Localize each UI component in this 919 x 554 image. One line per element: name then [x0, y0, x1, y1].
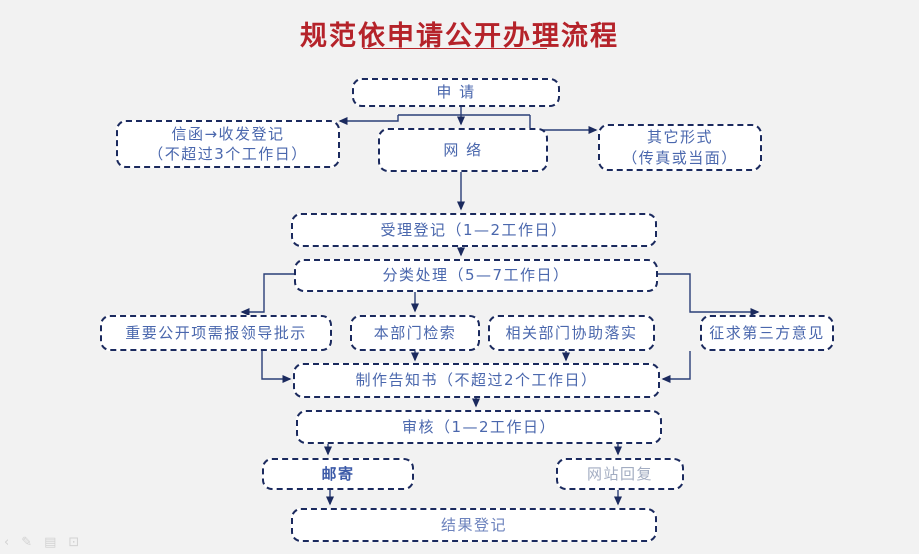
pen-icon[interactable]: ✎: [21, 534, 33, 550]
node-acceptance-registration: 受理登记（1—2工作日）: [291, 213, 657, 247]
title-underline: [363, 48, 547, 49]
node-classify-label: 分类处理（5—7工作日）: [382, 266, 570, 285]
display-icon[interactable]: ⊡: [68, 534, 80, 550]
presenter-toolbar: ‹ ✎ ▤ ⊡: [4, 533, 114, 551]
node-leader-approval: 重要公开项需报领导批示: [100, 315, 332, 351]
node-network: 网 络: [378, 128, 548, 172]
node-leader-label: 重要公开项需报领导批示: [125, 323, 307, 342]
back-arrow-icon[interactable]: ‹: [4, 534, 10, 550]
node-accept-label: 受理登记（1—2工作日）: [380, 220, 568, 239]
node-related-department-assist: 相关部门协助落实: [488, 315, 655, 351]
node-other-forms: 其它形式 （传真或当面）: [598, 124, 762, 171]
node-mail: 邮寄: [262, 458, 414, 490]
node-apply: 申 请: [352, 78, 560, 107]
node-third-party-label: 征求第三方意见: [709, 323, 825, 342]
node-letter-line2: （不超过3个工作日）: [148, 145, 308, 163]
node-apply-label: 申 请: [436, 83, 476, 102]
node-network-label: 网 络: [443, 140, 483, 159]
node-letter-line1: 信函→收发登记: [171, 124, 285, 143]
node-result-label: 结果登记: [440, 515, 507, 534]
node-other-line2: （传真或当面）: [622, 148, 738, 167]
node-department-search: 本部门检索: [350, 315, 480, 351]
node-related-dept-label: 相关部门协助落实: [505, 323, 638, 342]
node-review: 审核（1—2工作日）: [296, 410, 662, 444]
node-third-party-opinion: 征求第三方意见: [700, 315, 834, 351]
menu-icon[interactable]: ▤: [44, 534, 57, 550]
node-dept-search-label: 本部门检索: [373, 323, 457, 342]
node-notice-preparation: 制作告知书（不超过2个工作日）: [293, 363, 660, 398]
page-title: 规范依申请公开办理流程: [300, 21, 619, 51]
node-classification-processing: 分类处理（5—7工作日）: [294, 259, 658, 292]
node-website-reply-label: 网站回复: [586, 464, 653, 483]
node-website-reply: 网站回复: [556, 458, 684, 490]
node-review-label: 审核（1—2工作日）: [401, 417, 557, 436]
node-letter-registration: 信函→收发登记 （不超过3个工作日）: [116, 120, 340, 168]
node-result-registration: 结果登记: [291, 508, 657, 542]
node-notice-label: 制作告知书（不超过2个工作日）: [355, 371, 598, 390]
node-other-line1: 其它形式: [646, 128, 713, 147]
node-mail-label: 邮寄: [321, 464, 355, 483]
